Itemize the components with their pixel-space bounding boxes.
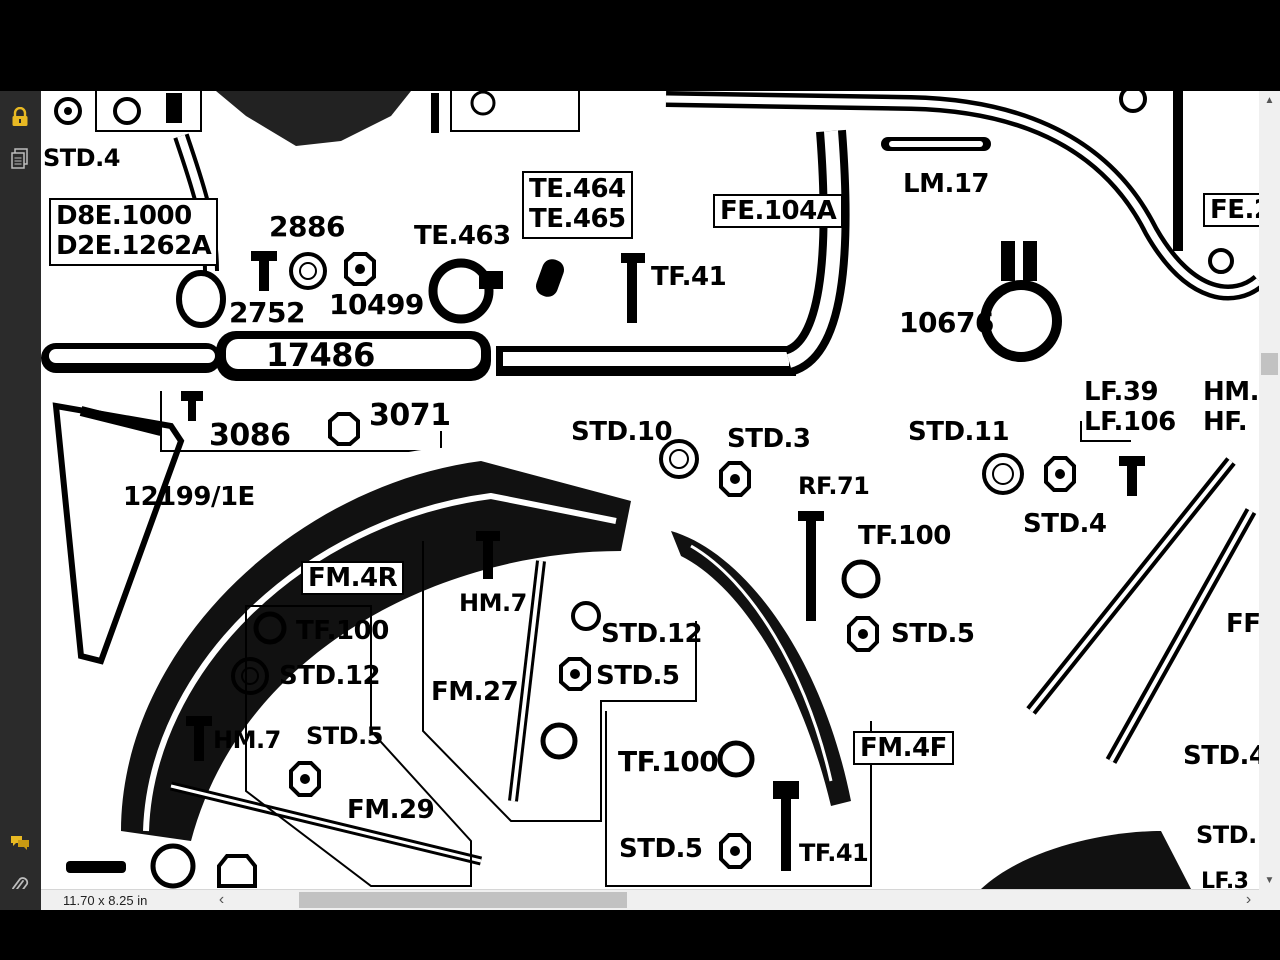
label-std5-c: STD.5 (306, 722, 383, 750)
label-lm17: LM.17 (903, 169, 990, 199)
label-box-hm: HM. HF. (1203, 377, 1259, 438)
label-te465: TE.465 (529, 203, 626, 234)
label-hm7-a: HM.7 (459, 589, 527, 617)
label-tf100-b: TF.100 (296, 616, 389, 646)
left-rail-footer (0, 889, 41, 910)
vertical-scroll-thumb[interactable] (1261, 353, 1278, 375)
label-hf-right: HF. (1203, 406, 1248, 437)
label-std12-a: STD.12 (279, 661, 381, 691)
lock-icon[interactable] (8, 105, 32, 129)
label-lf106: LF.106 (1084, 406, 1176, 437)
label-fm4f: FM.4F (853, 731, 954, 765)
page-size-readout: 11.70 x 8.25 in (63, 893, 148, 908)
label-ff-right: FF. (1226, 609, 1259, 639)
label-box-lf39: LF.39 LF.106 (1084, 377, 1176, 438)
label-d2e1262a: D2E.1262A (56, 230, 212, 261)
label-10499: 10499 (329, 288, 424, 321)
label-std5-a: STD.5 (596, 661, 680, 691)
left-navigation-rail (0, 91, 41, 909)
label-3071: 3071 (369, 398, 451, 433)
scroll-down-button[interactable]: ▼ (1264, 874, 1275, 886)
label-2886: 2886 (269, 210, 345, 243)
label-3086: 3086 (209, 418, 291, 453)
label-std11: STD.11 (908, 417, 1010, 447)
label-lf3-right: LF.3 (1201, 869, 1249, 890)
label-rf71: RF.71 (798, 472, 870, 500)
label-std3: STD.3 (727, 424, 811, 454)
label-std5-d: STD.5 (619, 834, 703, 864)
label-tf100-c: TF.100 (618, 745, 719, 778)
label-fm27: FM.27 (431, 677, 519, 707)
parts-diagram-drawing (41, 91, 1259, 889)
label-fe2: FE.2 (1203, 193, 1259, 227)
comments-icon[interactable] (8, 831, 32, 855)
label-box-d8e: D8E.1000 D2E.1262A (49, 198, 219, 266)
horizontal-scroll-thumb[interactable] (299, 892, 627, 908)
label-tf100-a: TF.100 (858, 521, 951, 551)
status-bar: 11.70 x 8.25 in ‹ › (41, 889, 1259, 911)
label-17486: 17486 (266, 336, 375, 374)
label-2752: 2752 (229, 296, 305, 329)
document-page-view[interactable]: STD.4 D8E.1000 D2E.1262A 2886 2752 10499… (41, 91, 1259, 889)
label-std4-top: STD.4 (43, 144, 120, 172)
scrollbar-corner (1259, 889, 1280, 910)
label-lf39: LF.39 (1084, 377, 1159, 407)
window-top-bar (0, 0, 1280, 91)
label-d8e1000: D8E.1000 (56, 201, 192, 231)
label-fm29: FM.29 (347, 795, 435, 825)
scroll-up-button[interactable]: ▲ (1264, 94, 1275, 106)
label-std12-b: STD.12 (601, 619, 703, 649)
window-bottom-bar (0, 910, 1280, 960)
label-std-right-bottom: STD. (1196, 821, 1257, 849)
scroll-left-button[interactable]: ‹ (218, 891, 225, 908)
label-std4-mid: STD.4 (1023, 509, 1107, 539)
label-12199-1e: 12199/1E (123, 482, 255, 512)
horizontal-scrollbar[interactable]: ‹ › (211, 890, 1259, 911)
label-fe104a: FE.104A (713, 194, 844, 228)
label-hm7-b: HM.7 (213, 726, 281, 754)
label-std4-right: STD.4 (1183, 741, 1259, 771)
label-std5-b: STD.5 (891, 619, 975, 649)
label-10676: 10676 (899, 306, 994, 339)
label-tf41-top: TF.41 (651, 262, 727, 292)
label-tf41-bottom: TF.41 (799, 839, 869, 867)
pages-icon[interactable] (8, 147, 32, 171)
label-fm4r: FM.4R (301, 561, 405, 595)
label-hm-right: HM. (1203, 377, 1259, 407)
label-std10: STD.10 (571, 417, 673, 447)
label-box-te464: TE.464 TE.465 (522, 171, 633, 239)
scroll-right-button[interactable]: › (1245, 891, 1252, 908)
vertical-scrollbar[interactable]: ▲ ▼ (1259, 91, 1280, 889)
label-te464: TE.464 (529, 174, 626, 204)
label-te463: TE.463 (414, 221, 511, 251)
